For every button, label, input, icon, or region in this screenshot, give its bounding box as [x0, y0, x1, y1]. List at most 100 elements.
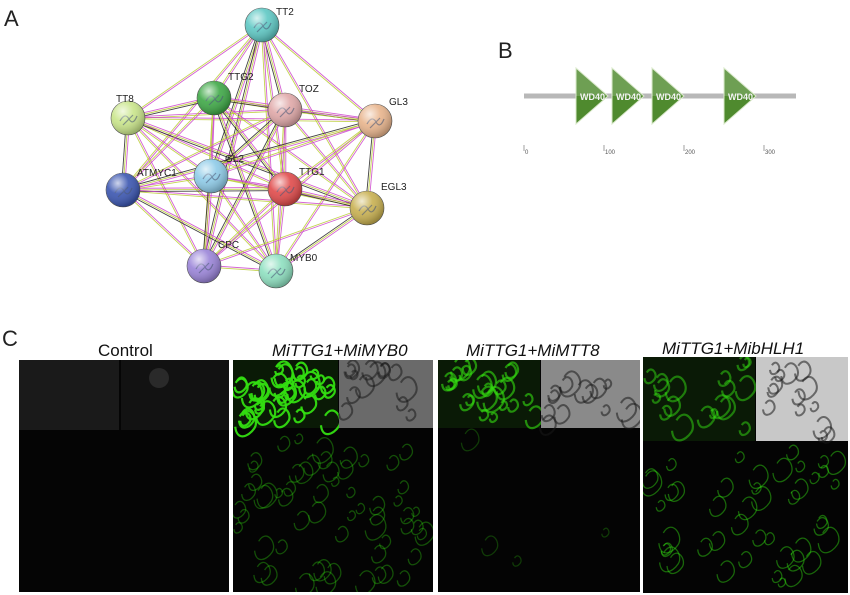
edge-atmyc1-egl3: [122, 190, 367, 210]
micrograph-mtt8: [438, 360, 640, 592]
node-label: GL3: [389, 97, 408, 108]
inset-bright-control: [121, 360, 229, 430]
micrograph-bhlh1: [643, 357, 848, 593]
edge-tt8-gl3: [128, 116, 376, 121]
edge-ttg1-cpc: [203, 188, 285, 266]
edge-tt8-ttg1: [128, 116, 286, 189]
edge-toz-atmyc1: [122, 108, 285, 190]
edge-tt2-atmyc1: [123, 25, 263, 191]
edge-tt2-tt8: [127, 23, 262, 118]
inset-gfp: [233, 360, 342, 438]
node-myb0[interactable]: MYB0: [258, 253, 318, 289]
node-ttg2[interactable]: TTG2: [196, 72, 254, 116]
edge-atmyc1-myb0: [122, 191, 276, 273]
edge-ttg2-myb0: [212, 98, 275, 272]
wd40-domain-3: WD40: [651, 66, 685, 126]
domain-diagram: WD40 WD40 WD40 WD40 0 100 200 300: [523, 66, 796, 156]
edge-ttg2-egl3: [214, 96, 368, 208]
edge-tt2-egl3: [262, 24, 369, 208]
edge-tt2-gl3: [262, 24, 376, 121]
node-label: TT2: [276, 7, 294, 18]
inset-gfp: [438, 360, 545, 430]
lower-field: [460, 428, 610, 567]
edge-gl2-myb0: [209, 176, 276, 272]
edge-ttg2-egl3: [213, 98, 367, 210]
edge-gl3-myb0: [274, 120, 375, 271]
edge-atmyc1-cpc: [123, 189, 205, 266]
edge-gl3-atmyc1: [122, 120, 376, 191]
domain-label: WD40: [580, 92, 605, 102]
edge-tt2-cpc: [205, 25, 264, 267]
micrograph-myb0-canvas: [233, 360, 433, 592]
micrograph-control-canvas: [19, 360, 229, 430]
node-label: GL2: [225, 154, 244, 165]
edge-gl3-gl2: [210, 119, 375, 176]
node-label: TTG1: [299, 167, 325, 178]
axis-tick-label: 300: [765, 150, 776, 156]
node-label: EGL3: [381, 182, 407, 193]
edge-atmyc1-cpc: [122, 190, 204, 267]
edge-tt2-gl3: [261, 25, 375, 122]
domain-label: WD40: [616, 92, 641, 102]
edge-tt2-atmyc1: [122, 24, 262, 190]
edge-gl2-myb0: [211, 175, 278, 271]
edge-gl3-gl2: [211, 121, 376, 178]
wd40-domain-4: WD40: [723, 66, 757, 126]
edge-egl3-cpc: [203, 206, 367, 266]
node-gl3[interactable]: GL3: [357, 97, 408, 139]
node-egl3[interactable]: EGL3: [349, 182, 407, 226]
axis-tick-label: 0: [525, 150, 529, 156]
edge-atmyc1-egl3: [123, 188, 368, 208]
node-gl2[interactable]: GL2: [193, 154, 244, 194]
node-label: CPC: [218, 240, 239, 251]
edge-tt8-ttg1: [127, 118, 285, 191]
edge-gl3-atmyc1: [122, 119, 375, 189]
micrograph-bhlh1-canvas: [643, 357, 848, 593]
node-atmyc1[interactable]: ATMYC1: [105, 168, 177, 208]
edge-egl3-myb0: [276, 208, 369, 273]
inset-brightfield: [538, 360, 640, 436]
inset-gfp: [643, 357, 757, 442]
node-tt8[interactable]: TT8: [110, 94, 146, 136]
edge-atmyc1-myb0: [122, 189, 277, 272]
lower-field: [233, 433, 433, 592]
edge-ttg2-atmyc1: [123, 98, 215, 191]
edge-egl3-myb0: [274, 206, 367, 271]
edge-egl3-myb0: [275, 207, 368, 272]
edge-ttg2-atmyc1: [122, 97, 214, 190]
node-label: MYB0: [290, 253, 318, 264]
lower-field: [643, 444, 846, 588]
network-edges: [120, 23, 378, 273]
column-title-bhlh1: MiTTG1+MibHLH1: [662, 339, 805, 358]
domain-label: WD40: [728, 92, 753, 102]
node-toz[interactable]: TOZ: [267, 84, 319, 128]
inset-brightfield: [756, 357, 848, 444]
inset-brightfield: [337, 360, 433, 428]
panel-label-b: B: [498, 38, 513, 63]
axis-tick-label: 100: [605, 150, 616, 156]
edge-toz-atmyc1: [123, 110, 286, 192]
node-ttg1[interactable]: TTG1: [267, 167, 325, 207]
edge-ttg1-cpc: [204, 189, 286, 267]
node-label: ATMYC1: [137, 168, 177, 179]
edge-gl3-ttg1: [284, 120, 375, 189]
edge-atmyc1-myb0: [123, 188, 277, 270]
wd40-domain-2: WD40: [611, 66, 645, 126]
node-tt2[interactable]: TT2: [244, 7, 294, 43]
node-label: TT8: [116, 94, 134, 105]
node-cpc[interactable]: CPC: [186, 240, 239, 284]
edge-tt2-egl3: [260, 25, 367, 209]
edge-tt8-gl3: [127, 118, 375, 123]
panel-label-c: C: [2, 326, 18, 351]
wd40-domain-1: WD40: [575, 66, 609, 126]
micrograph-myb0: [233, 360, 433, 592]
micrograph-mtt8-canvas: [438, 360, 640, 592]
edge-tt2-myb0: [260, 25, 276, 272]
axis-tick-label: 200: [685, 150, 696, 156]
column-title-myb0: MiTTG1+MiMYB0: [272, 341, 408, 360]
node-label: TTG2: [228, 72, 254, 83]
edge-egl3-cpc: [204, 208, 368, 268]
edge-tt2-tt8: [128, 25, 263, 120]
